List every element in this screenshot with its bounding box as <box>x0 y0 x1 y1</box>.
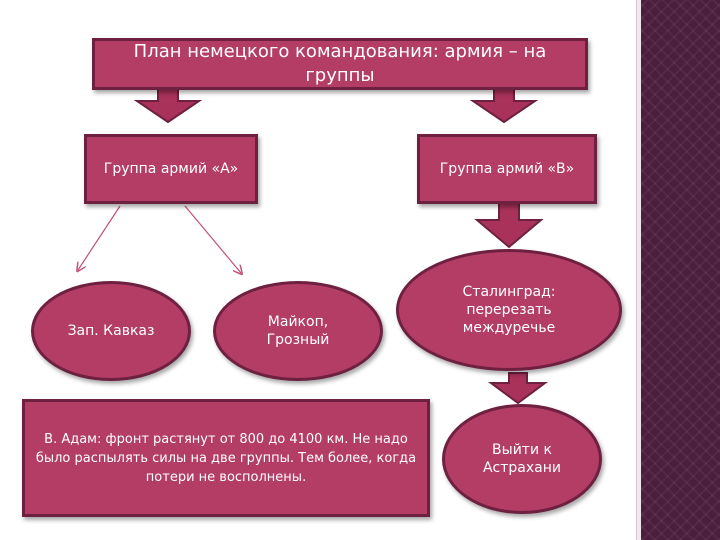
caucasus-node: Зап. Кавказ <box>31 281 191 381</box>
arrow-group-b-to-stalingrad <box>474 202 544 249</box>
group-b-box: Группа армий «В» <box>417 134 597 204</box>
sidebar-edge <box>636 0 642 540</box>
note-text: В. Адам: фронт растянут от 800 до 4100 к… <box>35 431 417 485</box>
astrakhan-node: Выйти к Астрахани <box>442 404 602 514</box>
group-b-label: Группа армий «В» <box>439 161 575 177</box>
arrow-stalingrad-to-astrakhan <box>487 372 549 405</box>
caucasus-label: Зап. Кавказ <box>67 323 155 339</box>
note-box: В. Адам: фронт растянут от 800 до 4100 к… <box>22 399 430 517</box>
arrow-group-a-to-caucasus <box>78 205 121 270</box>
stalingrad-label: Сталинград: перерезать междуречье <box>462 284 556 336</box>
arrow-title-to-group-b <box>469 88 539 124</box>
group-a-label: Группа армий «А» <box>103 161 239 177</box>
arrow-title-to-group-a <box>133 88 203 124</box>
maikop-node: Майкоп, Грозный <box>213 281 383 381</box>
maikop-label: Майкоп, Грозный <box>266 314 330 348</box>
group-a-box: Группа армий «А» <box>84 134 258 204</box>
arrow-group-a-to-maikop <box>184 205 241 273</box>
title-text: План немецкого командования: армия – на … <box>133 41 547 86</box>
astrakhan-label: Выйти к Астрахани <box>482 442 561 476</box>
stalingrad-node: Сталинград: перерезать междуречье <box>396 249 622 371</box>
decorative-sidebar <box>641 0 720 540</box>
title-box: План немецкого командования: армия – на … <box>92 38 588 90</box>
